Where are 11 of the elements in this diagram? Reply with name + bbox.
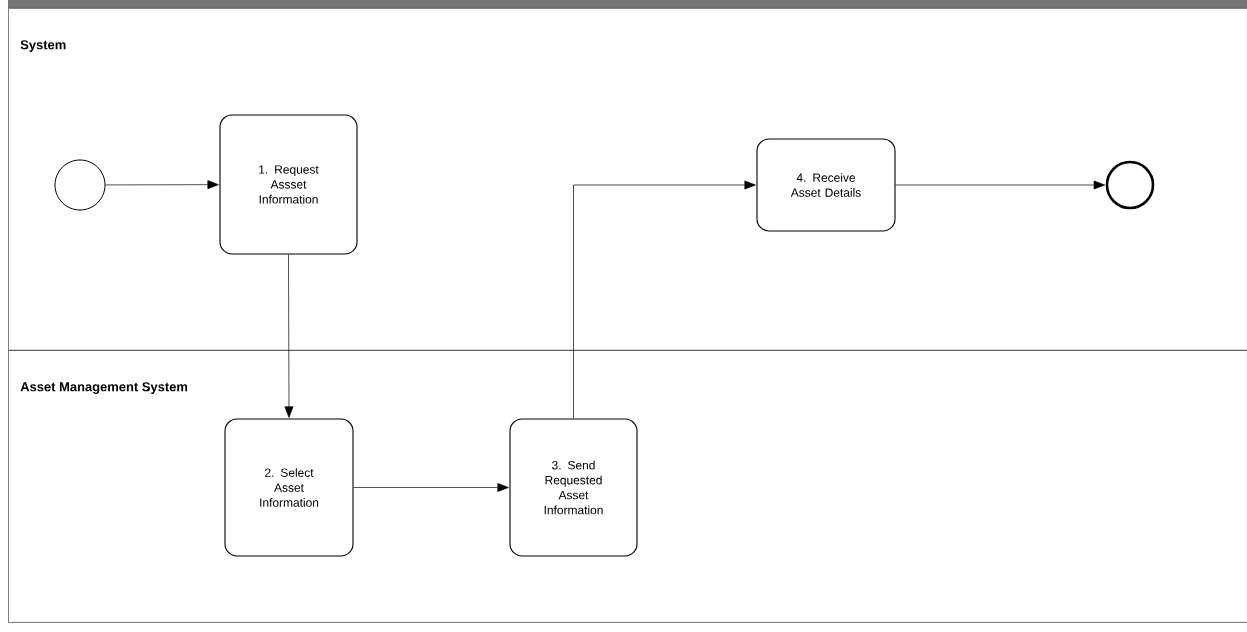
task-box: 4. Receive Asset Details bbox=[756, 138, 896, 232]
task-box: 2. Select Asset Information bbox=[224, 418, 354, 557]
task-box: 1. Request Assset Information bbox=[219, 114, 358, 255]
end-event-circle bbox=[1105, 160, 1155, 210]
arrow bbox=[895, 180, 1106, 190]
start-event-circle bbox=[54, 159, 106, 211]
arrow bbox=[105, 180, 219, 190]
task-box: 3. Send Requested Asset Information bbox=[509, 418, 638, 557]
arrow bbox=[284, 254, 294, 418]
arrow bbox=[573, 180, 756, 419]
arrow bbox=[353, 483, 509, 492]
